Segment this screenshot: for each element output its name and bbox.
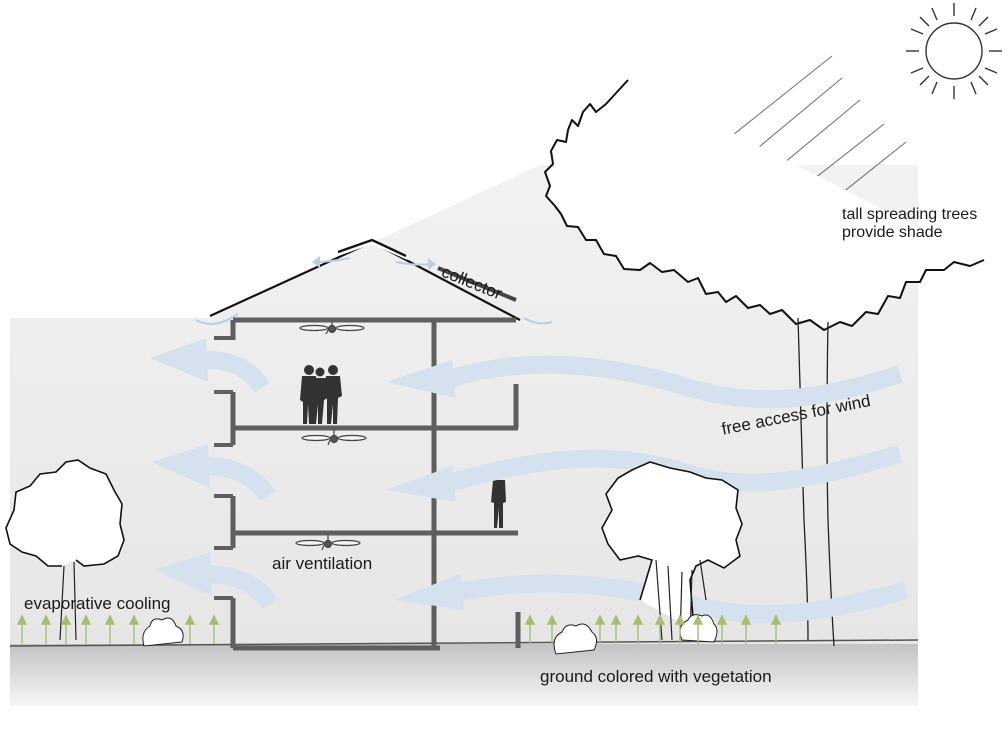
sprout-leaf (184, 614, 196, 625)
label-air-ventilation: air ventilation (272, 554, 373, 573)
big-tree-canopy (544, 79, 985, 331)
roof-vent (337, 239, 409, 260)
sprout-leaf (40, 614, 52, 625)
collector-panel (437, 266, 517, 302)
sprout-leaf (524, 614, 536, 625)
ceiling-fan-icon (301, 430, 367, 446)
sprout-leaf (546, 614, 558, 625)
people-silhouette-icon (300, 365, 342, 424)
tree-trunks (655, 559, 707, 641)
roof-airflow (195, 256, 553, 325)
ceiling-fan-icon (299, 322, 365, 335)
sprout-leaf (208, 614, 220, 625)
sprout-leaf (632, 614, 644, 625)
sprout-leaf (610, 614, 622, 625)
sprout-leaf (104, 614, 116, 625)
sprout-leaf (740, 614, 752, 625)
ground-line (9, 639, 919, 647)
sprout-leaf (654, 614, 666, 625)
sprout-leaf (692, 614, 704, 625)
sun-icon (906, 3, 1002, 99)
sprout-icon (16, 614, 782, 644)
label-ground-vegetation: ground colored with vegetation (540, 667, 772, 686)
sprout-leaf (60, 614, 72, 625)
ceiling-fan-icon (295, 535, 361, 551)
ground (10, 644, 918, 706)
wind-arrowheads (150, 338, 464, 610)
tree-icon (5, 459, 125, 567)
tree-icon (601, 461, 743, 631)
label-evaporative-cooling: evaporative cooling (24, 594, 171, 613)
sprout-leaf (716, 614, 728, 625)
sprout-leaf (674, 614, 686, 625)
sprout-leaf (594, 614, 606, 625)
label-tall-spreading-trees: tall spreading trees provide shade (842, 206, 978, 242)
sprout-leaf (770, 614, 782, 625)
sprout-leaf (128, 614, 140, 625)
tree-trunk-left (59, 561, 77, 641)
sprout-leaf (80, 614, 92, 625)
sprout-leaf (16, 614, 28, 625)
